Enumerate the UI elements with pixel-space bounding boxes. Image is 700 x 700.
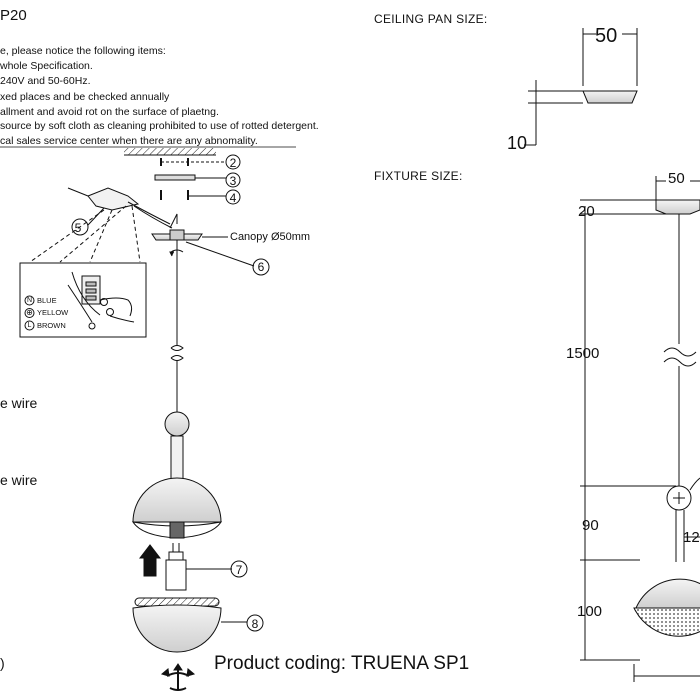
detail-wire	[71, 271, 101, 316]
callout-circle-7	[230, 560, 248, 578]
ceiling-pan-title: CEILING PAN SIZE:	[374, 12, 488, 26]
supply-cable	[127, 201, 171, 225]
legend-label: BROWN	[37, 321, 66, 330]
model-title: P20	[0, 7, 27, 24]
callout-4: 4	[229, 191, 237, 205]
detail-wire	[67, 284, 93, 323]
projection-line	[29, 209, 105, 263]
terminal-wire	[67, 187, 89, 197]
notice-line: source by soft cloth as cleaning prohibi…	[0, 120, 319, 132]
canopy-cable-feed	[169, 213, 178, 229]
wire-label-1: e wire	[0, 395, 38, 411]
bulb	[165, 559, 187, 591]
ceiling-pan-width-dim: 50	[595, 25, 618, 47]
projection-line	[131, 205, 141, 263]
legend-symbol: ⊕	[26, 308, 33, 317]
fixture-top-dim: 20	[578, 203, 595, 220]
detail-hand	[99, 297, 133, 317]
connector-ball	[164, 411, 190, 437]
fixture-cable-dim: 1500	[566, 345, 600, 362]
fixture-break	[663, 357, 697, 367]
callout-7: 7	[235, 563, 243, 577]
detail-screw	[100, 298, 108, 306]
fixture-drawing	[580, 176, 700, 682]
installation-drawing	[19, 148, 270, 691]
cable-break-mark	[170, 345, 184, 351]
ceiling-pan-height-dim: 10	[507, 133, 528, 153]
upper-shade	[132, 477, 222, 523]
pan-body	[582, 90, 638, 104]
notice-line: whole Specification.	[0, 60, 93, 72]
terminal-block	[87, 187, 140, 211]
supply-cable	[133, 205, 173, 229]
callout-6: 6	[257, 260, 265, 274]
detail-screw	[106, 308, 114, 316]
callout-circle-2	[225, 154, 241, 170]
legend-circle	[24, 308, 35, 318]
callout-8: 8	[251, 617, 259, 631]
legend-circle	[24, 295, 35, 306]
fixture-break	[663, 347, 697, 357]
mounting-bracket	[154, 174, 196, 181]
callout-leader	[185, 241, 255, 267]
callout-leader	[87, 207, 105, 226]
notice-line: 240V and 50-60Hz.	[0, 75, 91, 87]
callout-circle-6	[252, 258, 270, 276]
legend-symbol: N	[26, 297, 33, 304]
wire-label-2: e wire	[0, 472, 38, 488]
lamp-socket	[169, 521, 185, 539]
fixture-canopy	[655, 199, 700, 215]
projection-line	[59, 205, 127, 263]
product-coding: Product coding: TRUENA SP1	[214, 653, 470, 674]
ceiling-hatch	[124, 148, 216, 155]
notice-line: e, please notice the following items:	[0, 45, 166, 57]
detail-screw	[88, 322, 96, 330]
rotate-arrowhead	[186, 668, 196, 677]
paren-fragment: )	[0, 655, 5, 671]
legend-label: BLUE	[37, 296, 57, 305]
detail-hand	[109, 315, 135, 323]
fixture-globe-bottom	[633, 607, 700, 637]
bulb-pins	[168, 551, 184, 561]
rotation-arrowhead	[169, 251, 174, 257]
fixture-title: FIXTURE SIZE:	[374, 169, 463, 183]
notice-line: allment and avoid rot on the surface of …	[0, 106, 219, 118]
cable-break-mark	[170, 355, 184, 361]
fixture-globe-top	[635, 578, 700, 609]
detail-terminal	[85, 295, 97, 301]
fixture-leader	[689, 477, 700, 491]
callout-2: 2	[229, 156, 237, 170]
legend-symbol: L	[27, 322, 32, 329]
notice-line: cal sales service center when there are …	[0, 135, 258, 147]
legend-label: YELLOW	[37, 308, 69, 317]
detail-terminal	[85, 288, 97, 294]
notice-line: xed places and be checked annually	[0, 91, 170, 103]
canopy-nut	[169, 229, 185, 241]
callout-3: 3	[229, 174, 237, 188]
legend-circle	[24, 320, 35, 331]
rotate-arrowhead	[160, 668, 170, 677]
callout-circle-3	[225, 172, 241, 188]
wiring-detail-box	[19, 262, 147, 338]
canopy-label: Canopy Ø50mm	[230, 231, 311, 243]
callout-circle-4	[225, 189, 241, 205]
ceiling-pan-drawing	[524, 28, 638, 146]
insert-arrow	[138, 544, 162, 577]
fixture-mid-dim: 90	[582, 517, 599, 534]
detail-terminal	[85, 281, 97, 287]
rotate-base	[169, 687, 187, 691]
fixture-width-dim: 50	[668, 170, 685, 187]
projection-line	[89, 209, 113, 263]
lower-shade	[132, 604, 222, 653]
callout-circle-5	[71, 218, 89, 236]
fixture-bottom-dim: 100	[577, 603, 603, 620]
callout-circle-8	[246, 614, 264, 632]
